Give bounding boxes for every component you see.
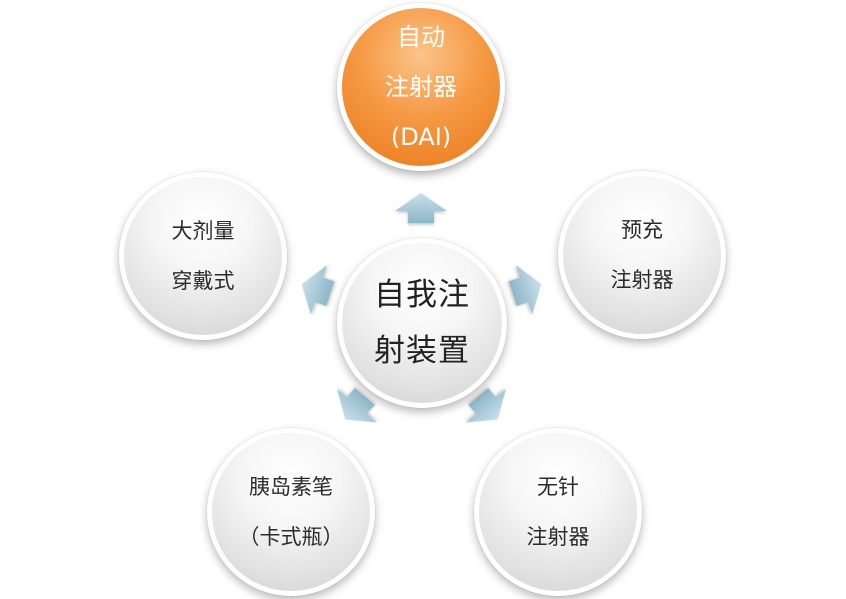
- node-label-line: 预充: [621, 218, 663, 242]
- node-label-line: (DAI): [390, 123, 452, 151]
- arrow-to-bottom-left: [337, 388, 377, 423]
- node-auto-injector: 自动 注射器 (DAI): [337, 3, 505, 171]
- node-label-line: 注射器: [610, 268, 674, 292]
- node-label-line: 胰岛素笔: [249, 475, 333, 499]
- arrow-to-right: [508, 265, 542, 315]
- node-label-line: 自我注: [374, 277, 470, 313]
- node-label-line: 无针: [537, 475, 579, 499]
- node-prefilled-syringe: 预充 注射器: [558, 171, 726, 339]
- node-label-line: 穿戴式: [171, 269, 235, 293]
- arrow-to-bottom-right: [466, 388, 506, 423]
- node-needle-free-injector: 无针 注射器: [474, 428, 642, 596]
- node-large-volume-wearable: 大剂量 穿戴式: [119, 172, 287, 340]
- node-label-line: 大剂量: [171, 219, 235, 243]
- node-label-line: 注射器: [526, 525, 590, 549]
- node-label-line: 注射器: [385, 73, 457, 101]
- arrow-to-top: [395, 193, 447, 223]
- node-self-injection-device: 自我注 射装置: [337, 238, 507, 408]
- node-label-line: （卡式瓶）: [238, 525, 344, 549]
- node-label-line: 射装置: [374, 333, 470, 369]
- node-label-line: 自动: [397, 23, 445, 51]
- arrow-to-left: [301, 265, 335, 315]
- node-insulin-pen: 胰岛素笔 （卡式瓶）: [207, 428, 375, 596]
